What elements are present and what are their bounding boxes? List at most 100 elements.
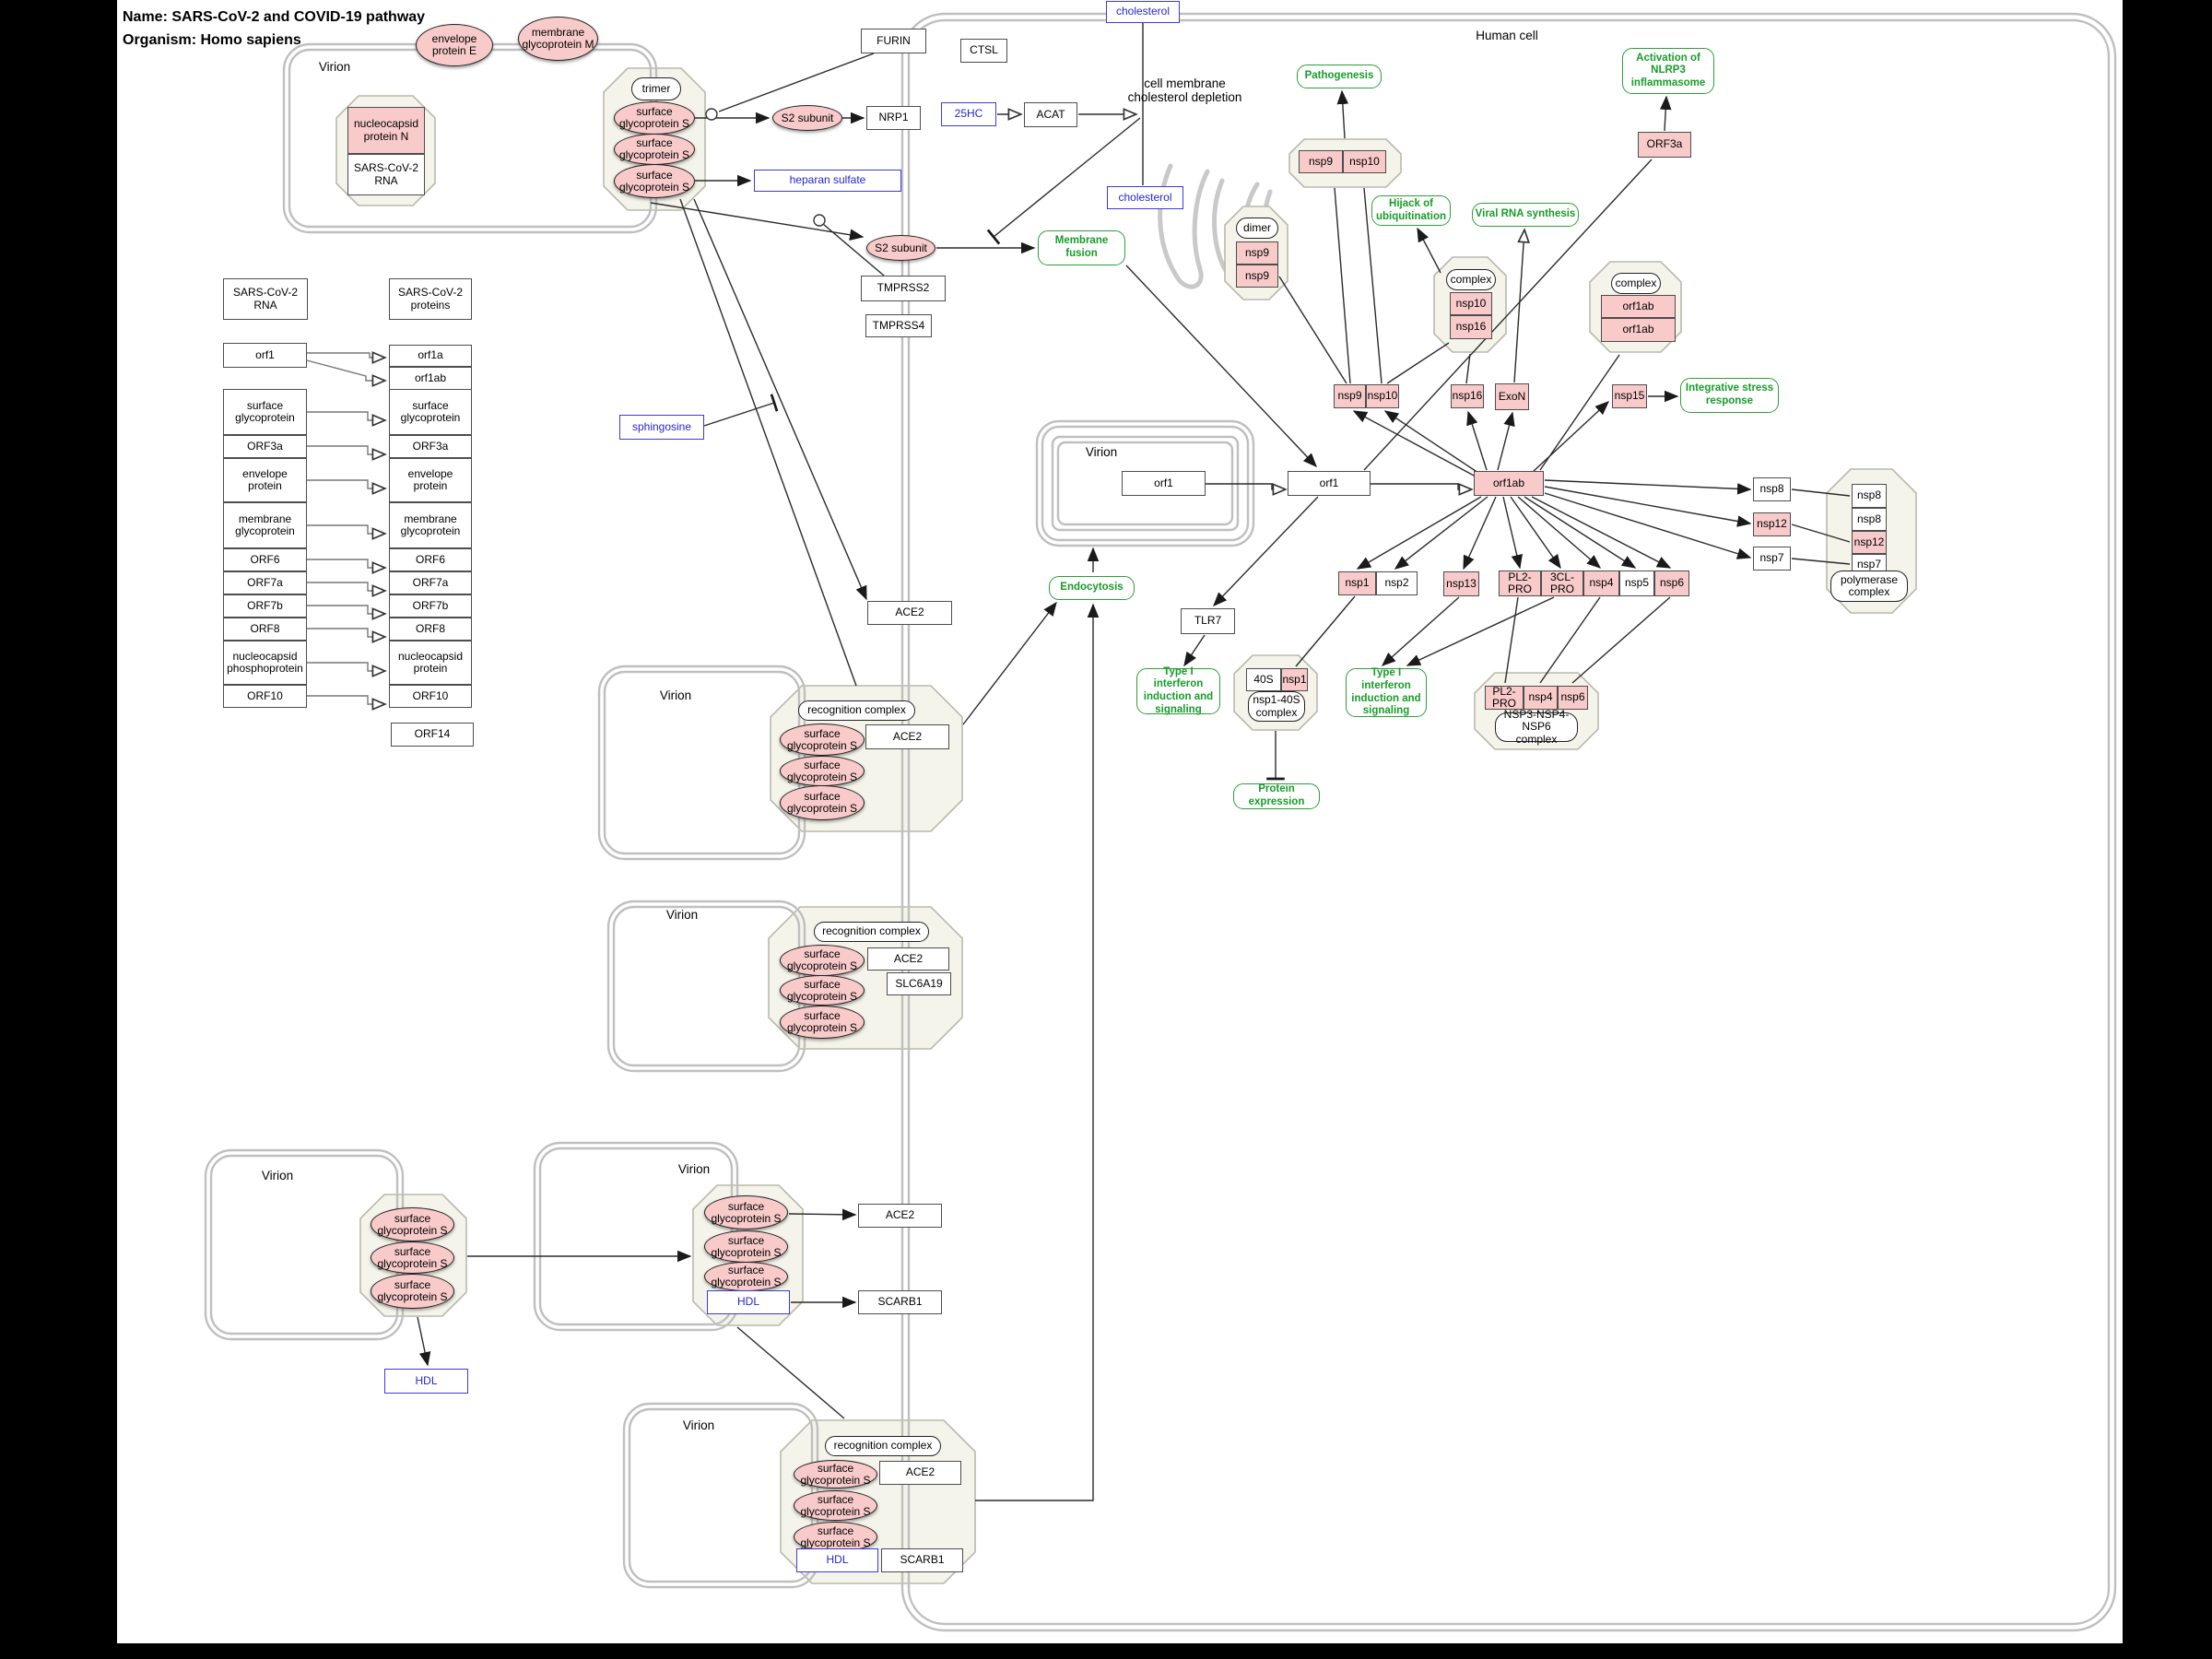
orf1-virion[interactable]: orf1 [1122,471,1206,496]
rc1-ace2[interactable]: ACE2 [865,724,949,749]
tlr7[interactable]: TLR7 [1181,608,1235,634]
dimer-nsp9-2[interactable]: nsp9 [1236,265,1278,288]
rc2-slc6a19[interactable]: SLC6A19 [887,972,951,995]
integrative-stress-response[interactable]: Integrative stress response [1680,378,1779,413]
complex40s-nsp1[interactable]: nsp1 [1281,668,1308,691]
surface-glycoprotein-s-1[interactable]: surface glycoprotein S [614,101,695,135]
v6-sgs-2[interactable]: surface glycoprotein S [704,1230,788,1263]
prot-orf7a[interactable]: ORF7a [389,571,472,594]
rna-orf3a[interactable]: ORF3a [223,435,307,458]
prot-envelope-protein[interactable]: envelope protein [389,458,472,502]
rc3-sgs-2[interactable]: surface glycoprotein S [794,1490,877,1521]
nsp3c-pill[interactable]: NSP3-NSP4-NSP6 complex [1495,708,1578,745]
rna-surface-glycoprotein[interactable]: surface glycoprotein [223,389,307,435]
complex1-nsp10[interactable]: nsp10 [1450,292,1492,315]
membrane-glycoprotein-m[interactable]: membrane glycoprotein M [518,17,598,61]
prot-orf8[interactable]: ORF8 [389,618,472,641]
rc1-sgs-1[interactable]: surface glycoprotein S [780,724,865,756]
ace2-membrane[interactable]: ACE2 [867,601,952,625]
met-25hc[interactable]: 25HC [941,102,996,126]
nsp16[interactable]: nsp16 [1451,384,1484,408]
prot-orf6[interactable]: ORF6 [389,548,472,571]
complex1-nsp16[interactable]: nsp16 [1450,315,1492,339]
polymerase-nsp8-2[interactable]: nsp8 [1852,508,1887,531]
nsp12[interactable]: nsp12 [1753,512,1791,536]
orf1ab[interactable]: orf1ab [1474,471,1544,496]
prot-membrane-glycoprotein[interactable]: membrane glycoprotein [389,502,472,548]
rc1-sgs-3[interactable]: surface glycoprotein S [780,785,865,820]
nsp9[interactable]: nsp9 [1334,384,1366,408]
complex40s-40s[interactable]: 40S [1246,668,1281,691]
pathogenesis[interactable]: Pathogenesis [1297,65,1382,88]
hijack-ubiquitination[interactable]: Hijack of ubiquitination [1371,195,1451,226]
nsp3c-nsp4[interactable]: nsp4 [1524,686,1558,710]
pl2-pro[interactable]: PL2-PRO [1499,571,1541,596]
dimer-pill[interactable]: dimer [1236,218,1278,239]
v5-sgs-3[interactable]: surface glycoprotein S [371,1274,454,1309]
rna-membrane-glycoprotein[interactable]: membrane glycoprotein [223,502,307,548]
cholesterol-2[interactable]: cholesterol [1107,186,1183,209]
exon[interactable]: ExoN [1495,383,1529,410]
table-rna-header[interactable]: SARS-CoV-2 RNA [223,278,308,320]
prot-orf10[interactable]: ORF10 [389,685,472,708]
rc1-sgs-2[interactable]: surface glycoprotein S [780,756,865,786]
nrp1[interactable]: NRP1 [866,106,921,130]
sphingosine[interactable]: sphingosine [619,415,704,440]
surface-glycoprotein-s-3[interactable]: surface glycoprotein S [614,164,695,198]
v6-sgs-1[interactable]: surface glycoprotein S [704,1195,788,1230]
v5-sgs-2[interactable]: surface glycoprotein S [371,1241,454,1274]
v6-sgs-3[interactable]: surface glycoprotein S [704,1262,788,1291]
nsp3c-nsp6[interactable]: nsp6 [1558,686,1588,710]
polymerase-nsp8-1[interactable]: nsp8 [1852,484,1887,508]
polymerase-complex-pill[interactable]: polymerase complex [1830,571,1908,602]
activation-nlrp3[interactable]: Activation of NLRP3 inflammasome [1622,48,1714,94]
rna-orf10[interactable]: ORF10 [223,685,307,708]
hdl-1[interactable]: HDL [384,1369,468,1394]
complex2-pill[interactable]: complex [1611,273,1661,294]
prot-orf1ab[interactable]: orf1ab [389,367,472,390]
v5-sgs-1[interactable]: surface glycoprotein S [371,1207,454,1241]
rna-orf6[interactable]: ORF6 [223,548,307,571]
rna-orf7a[interactable]: ORF7a [223,571,307,594]
nsp3c-pl2-pro[interactable]: PL2-PRO [1485,685,1524,710]
rc2-sgs-2[interactable]: surface glycoprotein S [780,975,865,1006]
tmprss2[interactable]: TMPRSS2 [861,276,946,301]
dimer-nsp9-1[interactable]: nsp9 [1236,241,1278,265]
nsp13[interactable]: nsp13 [1443,571,1479,596]
nsp15[interactable]: nsp15 [1612,384,1647,408]
rc3-pill[interactable]: recognition complex [825,1436,941,1456]
scarb1-b[interactable]: SCARB1 [881,1548,963,1572]
rc1-pill[interactable]: recognition complex [798,700,915,721]
rc3-sgs-1[interactable]: surface glycoprotein S [794,1460,877,1488]
hdl-2[interactable]: HDL [707,1290,790,1314]
rc2-sgs-1[interactable]: surface glycoprotein S [780,945,865,976]
nsp2[interactable]: nsp2 [1376,571,1418,595]
type1-interferon-2[interactable]: Type I interferon induction and signalin… [1346,667,1427,717]
prot-orf7b[interactable]: ORF7b [389,594,472,618]
membrane-fusion[interactable]: Membrane fusion [1038,230,1125,265]
rna-envelope-protein[interactable]: envelope protein [223,458,307,502]
envelope-protein-e[interactable]: envelope protein E [416,24,493,66]
complex2-orf1ab-2[interactable]: orf1ab [1601,318,1676,342]
nsp4[interactable]: nsp4 [1583,571,1619,596]
nsp6[interactable]: nsp6 [1654,571,1689,596]
complex40s-pill[interactable]: nsp1-40S complex [1248,691,1305,722]
pair-nsp9[interactable]: nsp9 [1299,150,1343,173]
rc2-pill[interactable]: recognition complex [814,922,929,942]
endocytosis[interactable]: Endocytosis [1049,576,1135,600]
prot-orf14[interactable]: ORF14 [391,723,474,747]
nsp5[interactable]: nsp5 [1619,571,1654,596]
polymerase-nsp12[interactable]: nsp12 [1852,531,1887,554]
prot-orf1a[interactable]: orf1a [389,345,472,367]
sars-cov-2-rna-box[interactable]: SARS-CoV-2 RNA [347,154,425,195]
rna-nucleocapsid-phosphoprotein[interactable]: nucleocapsid phosphoprotein [223,641,307,685]
table-proteins-header[interactable]: SARS-CoV-2 proteins [389,278,472,320]
hdl-3[interactable]: HDL [796,1548,878,1572]
heparan-sulfate[interactable]: heparan sulfate [754,170,901,192]
rc2-ace2[interactable]: ACE2 [867,947,949,971]
rna-orf1[interactable]: orf1 [223,343,307,368]
furin[interactable]: FURIN [861,29,926,53]
orf1[interactable]: orf1 [1288,471,1371,496]
complex2-orf1ab-1[interactable]: orf1ab [1601,295,1676,318]
orf3a-cell[interactable]: ORF3a [1638,132,1691,158]
